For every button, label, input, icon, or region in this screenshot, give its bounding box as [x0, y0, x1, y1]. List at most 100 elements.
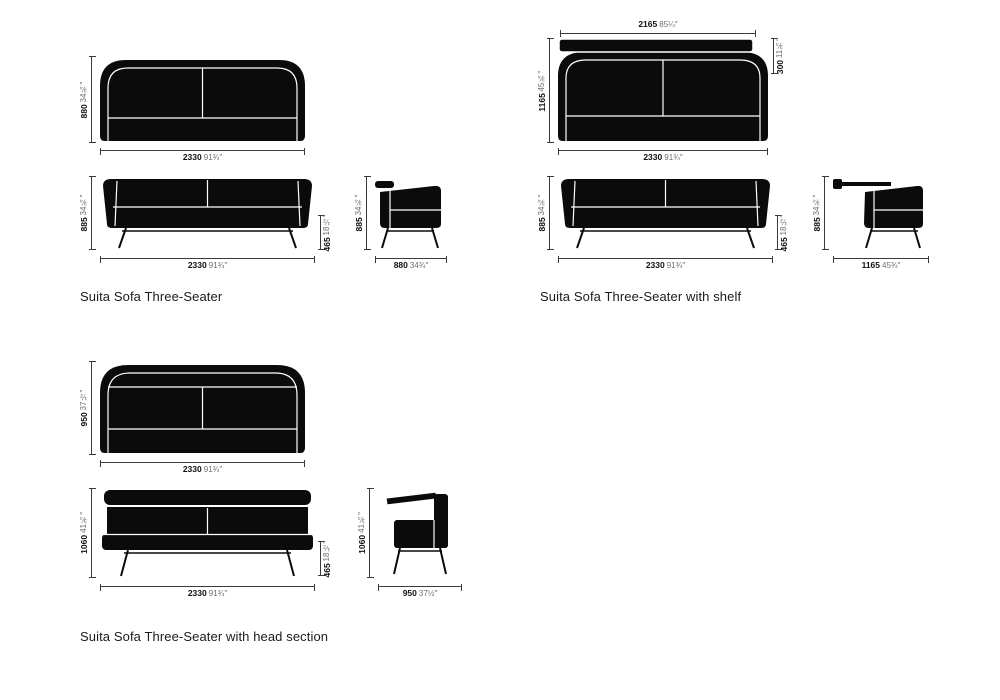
head-section-bar	[104, 490, 311, 505]
dim-label: 106041¾″	[78, 512, 89, 554]
seam-line	[114, 180, 118, 227]
dim-line	[100, 459, 305, 467]
dim-inch: 18½″	[779, 214, 788, 235]
dim-mm: 885	[353, 217, 364, 232]
dim-label: 46518½″	[322, 214, 332, 251]
dim-inch: 18½″	[322, 540, 331, 561]
g2-front-view-height-dim: 88534¾″	[524, 176, 554, 250]
leg	[381, 227, 389, 249]
dim-inch: 11¾″	[775, 37, 784, 58]
seat	[102, 534, 313, 550]
dim-inch: 45¾″	[882, 261, 901, 270]
dim-line	[317, 541, 325, 576]
g2-top-view-depth-dim: 116545¾″	[524, 38, 554, 143]
leg	[431, 227, 439, 249]
dim-inch: 34¾″	[78, 81, 88, 102]
dim-mm: 2330	[187, 260, 207, 270]
g1-caption: Suita Sofa Three-Seater	[80, 289, 223, 304]
dim-label: 88034¾″	[78, 81, 89, 118]
dim-label: 88534¾″	[78, 195, 89, 232]
dim-line	[317, 215, 325, 250]
dim-mm: 2330	[643, 152, 663, 162]
dim-inch: 37½″	[78, 389, 88, 411]
dim-line	[366, 488, 374, 578]
dim-line	[88, 176, 96, 250]
leg	[913, 227, 921, 249]
dim-line	[363, 176, 371, 250]
dim-mm: 885	[811, 217, 822, 232]
dim-inch: 91¾″	[664, 153, 683, 162]
g2-side-view-height-dim: 88534¾″	[799, 176, 829, 250]
g1-front-view-height-dim: 88534¾″	[66, 176, 96, 250]
leg	[288, 227, 297, 249]
dim-inch: 41¾″	[78, 512, 88, 533]
dim-line	[100, 147, 305, 155]
dim-line	[558, 255, 773, 263]
g3-front-view-drawing	[102, 490, 313, 577]
g2-side-view-drawing	[833, 179, 923, 249]
dim-label: 46518½″	[779, 214, 789, 251]
g3-side-view-height-dim: 106041¾″	[344, 488, 374, 578]
dim-label: 88534¾″	[811, 194, 822, 232]
dim-mm: 950	[78, 412, 89, 427]
g1-top-view-drawing	[100, 60, 305, 141]
dim-mm: 950	[402, 588, 417, 598]
dim-line	[88, 56, 96, 143]
headrest-profile	[385, 491, 438, 506]
dim-inch: 37½″	[418, 589, 438, 598]
dim-inch: 91¾″	[666, 261, 686, 270]
dim-mm: 2330	[645, 260, 665, 270]
dim-inch: 34¾″	[353, 194, 363, 216]
dim-mm: 1060	[78, 534, 89, 554]
shelf-plan	[558, 38, 754, 53]
g1-front-view-seat-height-dim: 46518½″	[317, 214, 344, 251]
dim-mm: 880	[78, 103, 89, 118]
dim-line	[88, 488, 96, 578]
dim-mm: 2330	[182, 152, 202, 162]
g1-side-view-height-dim: 88534¾″	[341, 176, 371, 250]
dim-inch: 91¾″	[208, 261, 228, 270]
sofa-side-silhouette	[380, 185, 441, 228]
dim-line	[375, 255, 447, 263]
leg	[439, 547, 447, 575]
dim-inch: 34¾″	[811, 194, 821, 216]
dim-line	[546, 38, 554, 143]
dim-line	[378, 583, 462, 591]
dim-inch: 41¾″	[356, 512, 366, 533]
dim-line	[546, 176, 554, 250]
seam-line	[107, 372, 298, 453]
g1-top-view-depth-dim: 88034¾″	[66, 56, 96, 143]
dim-mm: 1165	[861, 260, 881, 270]
g1-side-view-drawing	[375, 181, 441, 249]
dim-mm: 885	[536, 217, 547, 232]
seam-line	[755, 180, 759, 227]
g3-front-view-seat-height-dim: 46518½″	[317, 540, 344, 577]
dim-label: 88534¾″	[353, 194, 364, 232]
g2-caption: Suita Sofa Three-Seater with shelf	[540, 289, 742, 304]
dim-mm: 885	[78, 217, 89, 232]
dim-label: 106041¾″	[356, 512, 367, 554]
dim-inch: 85¼″	[659, 20, 678, 29]
leg	[120, 549, 129, 577]
dim-mm: 1060	[356, 534, 367, 554]
dim-label: 116545¾″	[537, 70, 547, 111]
dim-line	[100, 583, 315, 591]
dim-label: 95037½″	[78, 389, 89, 427]
dim-inch: 34¾″	[536, 194, 546, 216]
dim-line	[770, 38, 778, 74]
